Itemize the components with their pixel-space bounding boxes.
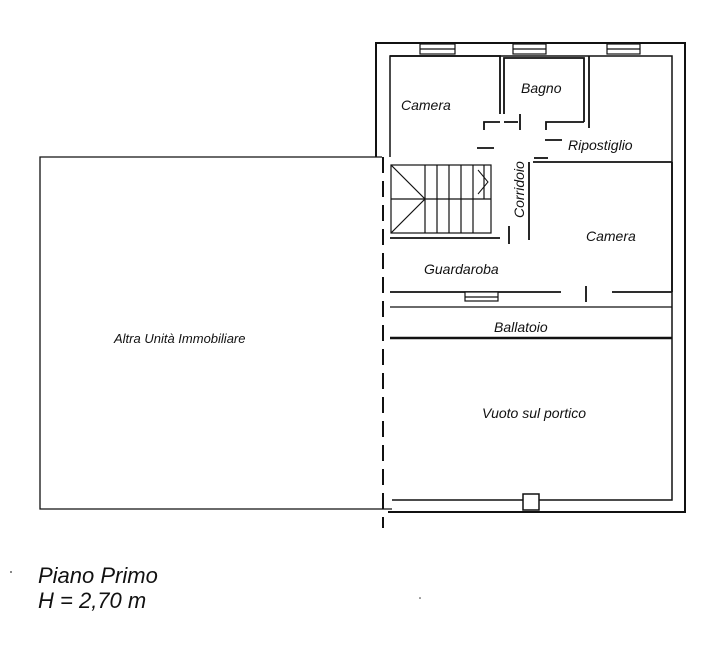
plan-level-label: Piano Primo <box>38 563 158 588</box>
speck <box>419 597 421 599</box>
room-label-corridoio: Corridoio <box>511 161 527 218</box>
room-label-guardaroba: Guardaroba <box>424 261 499 277</box>
interior-walls <box>390 55 673 340</box>
plan-caption: Piano Primo H = 2,70 m <box>38 563 158 613</box>
top-windows <box>419 43 641 55</box>
plan-height-label: H = 2,70 m <box>38 588 147 613</box>
outer-walls <box>375 42 686 513</box>
room-label-vuoto: Vuoto sul portico <box>482 405 586 421</box>
room-label-camera-nw: Camera <box>401 97 451 113</box>
speck <box>10 571 12 573</box>
pillar <box>522 493 540 511</box>
neighbor-unit-outline <box>39 156 392 510</box>
room-label-ripostiglio: Ripostiglio <box>568 137 633 153</box>
room-label-ballatoio: Ballatoio <box>494 319 548 335</box>
room-label-bagno: Bagno <box>521 80 562 96</box>
staircase <box>390 164 492 234</box>
guardaroba-window <box>464 291 499 302</box>
neighbor-unit-label: Altra Unità Immobiliare <box>113 331 246 346</box>
room-label-camera-e: Camera <box>586 228 636 244</box>
